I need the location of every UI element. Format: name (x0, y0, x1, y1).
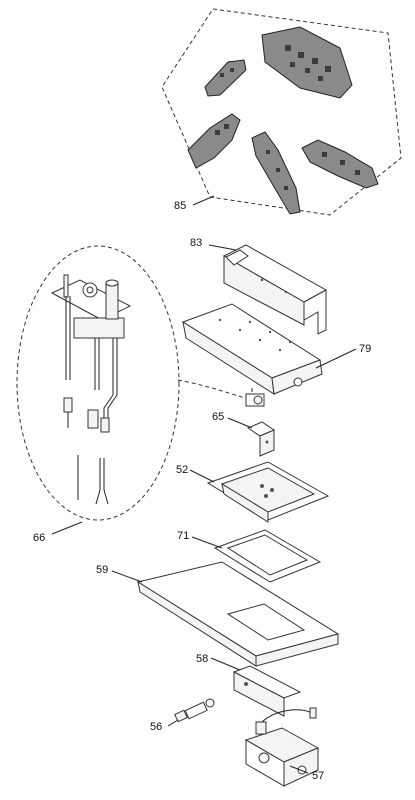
bracket-83 (208, 244, 328, 335)
pilot-assembly-dashed-outline (16, 245, 180, 521)
log-center-diagonal (251, 131, 301, 215)
igniter-56 (167, 698, 215, 727)
log-large (261, 26, 353, 99)
log-set-dashed-outline (161, 8, 402, 216)
callout-57: 57 (312, 770, 324, 782)
gasket-71 (191, 529, 322, 583)
log-set-group (161, 8, 402, 216)
bracket-65 (227, 417, 276, 457)
callout-52: 52 (176, 464, 188, 476)
gas-valve-57 (244, 707, 320, 787)
burner-pan-52 (189, 461, 330, 523)
base-pan-59 (111, 561, 340, 667)
log-right (301, 139, 379, 189)
callout-59: 59 (96, 564, 108, 576)
log-small (204, 59, 247, 97)
callout-71: 71 (177, 530, 189, 542)
callout-58: 58 (196, 653, 208, 665)
callout-66: 66 (33, 532, 45, 544)
callout-79: 79 (359, 343, 371, 355)
callout-85: 85 (174, 200, 186, 212)
callout-83: 83 (190, 237, 202, 249)
burner-tray-79 (181, 303, 357, 395)
callout-56: 56 (150, 721, 162, 733)
valve-bracket-58 (210, 657, 302, 717)
callout-65: 65 (212, 411, 224, 423)
pilot-assembly-group (16, 245, 246, 535)
log-left-long (187, 113, 241, 169)
pilot-connector (245, 388, 265, 407)
